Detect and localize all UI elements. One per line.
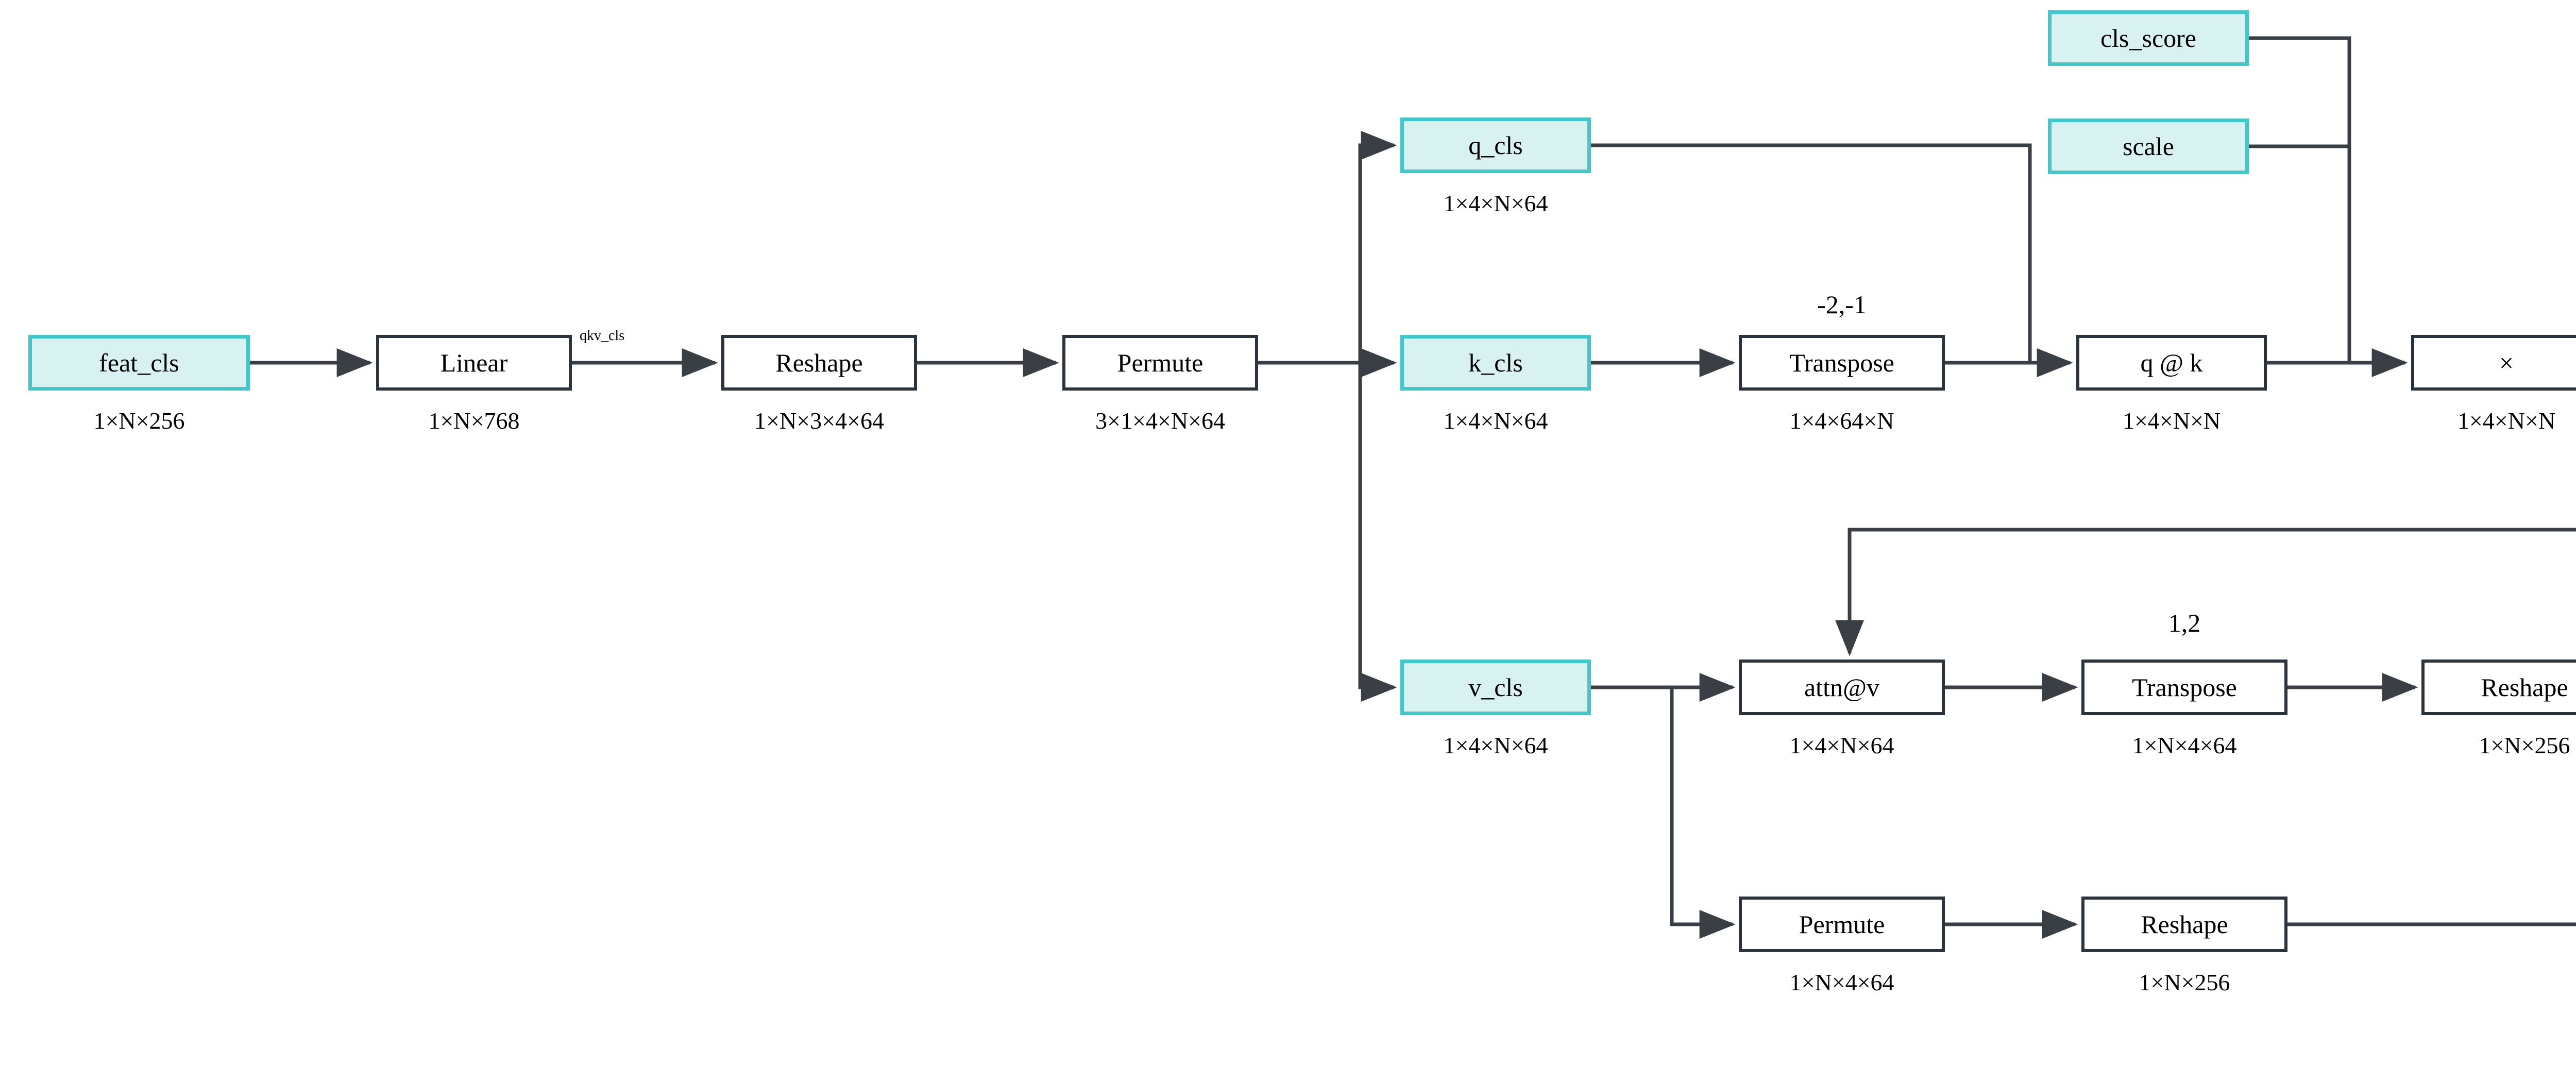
node-transpose1[interactable]: Transpose bbox=[1739, 335, 1945, 391]
node-label: Permute bbox=[1117, 348, 1204, 377]
node-reshape1[interactable]: Reshape bbox=[721, 335, 917, 391]
node-label: v_cls bbox=[1468, 673, 1523, 702]
shape-caption-linear1: 1×N×768 bbox=[428, 408, 520, 434]
shape-caption-transpose2: 1×N×4×64 bbox=[2132, 732, 2237, 758]
edge-permute1-q_cls bbox=[1258, 131, 1397, 365]
node-label: k_cls bbox=[1468, 348, 1523, 377]
node-label: scale bbox=[2123, 132, 2174, 161]
node-label: Transpose bbox=[1789, 348, 1894, 377]
node-scale[interactable]: scale bbox=[2048, 119, 2249, 174]
node-mul[interactable]: × bbox=[2411, 335, 2576, 391]
node-label: Linear bbox=[440, 348, 508, 377]
shape-caption-transpose1: 1×4×64×N bbox=[1789, 408, 1894, 434]
edge-label-qkv_cls: qkv_cls bbox=[580, 328, 625, 344]
edges-with-arrows bbox=[250, 131, 2576, 939]
node-label: Transpose bbox=[2132, 673, 2237, 702]
shape-caption-permute1: 3×1×4×N×64 bbox=[1095, 408, 1225, 434]
node-q_cls[interactable]: q_cls bbox=[1400, 117, 1591, 173]
node-label: Reshape bbox=[2481, 673, 2568, 702]
edge-cls_score-mul bbox=[2249, 36, 2351, 363]
node-label: feat_cls bbox=[99, 348, 179, 377]
node-reshape2[interactable]: Reshape bbox=[2421, 660, 2576, 715]
shape-caption-k_cls: 1×4×N×64 bbox=[1443, 408, 1548, 434]
edges-plain bbox=[2249, 36, 2351, 363]
shape-caption-q_cls: 1×4×N×64 bbox=[1443, 190, 1548, 216]
node-label: cls_score bbox=[2100, 24, 2197, 53]
node-label: attn@v bbox=[1804, 673, 1880, 702]
node-cls_score[interactable]: cls_score bbox=[2048, 10, 2249, 66]
node-label: q @ k bbox=[2140, 348, 2203, 377]
node-v_cls[interactable]: v_cls bbox=[1400, 660, 1591, 715]
shape-caption-reshape2: 1×N×256 bbox=[2479, 732, 2570, 758]
node-reshape3[interactable]: Reshape bbox=[2081, 897, 2287, 952]
shape-caption-reshape3: 1×N×256 bbox=[2139, 969, 2230, 995]
edge-attn-attnv bbox=[1835, 528, 2576, 656]
shape-caption-qk: 1×4×N×N bbox=[2122, 408, 2221, 434]
node-qk[interactable]: q @ k bbox=[2076, 335, 2267, 391]
edge-permute1-v_cls bbox=[1358, 363, 1397, 702]
node-attnv[interactable]: attn@v bbox=[1739, 660, 1945, 715]
node-transpose2[interactable]: Transpose bbox=[2081, 660, 2287, 715]
edge-q_cls-qk bbox=[1591, 143, 2073, 377]
node-linear1[interactable]: Linear bbox=[376, 335, 572, 391]
node-toplabel-transpose2: 1,2 bbox=[2168, 608, 2201, 637]
node-feat_cls[interactable]: feat_cls bbox=[28, 335, 250, 391]
shape-caption-reshape1: 1×N×3×4×64 bbox=[754, 408, 884, 434]
node-label: Reshape bbox=[2141, 910, 2228, 939]
multiply-icon: × bbox=[2499, 348, 2514, 377]
shape-caption-feat_cls: 1×N×256 bbox=[93, 408, 185, 434]
edge-v_cls-permute2 bbox=[1670, 687, 1736, 939]
shape-caption-attnv: 1×4×N×64 bbox=[1789, 732, 1894, 758]
node-permute2[interactable]: Permute bbox=[1739, 897, 1945, 952]
node-label: Permute bbox=[1799, 910, 1885, 939]
node-permute1[interactable]: Permute bbox=[1062, 335, 1258, 391]
node-label: q_cls bbox=[1468, 131, 1523, 160]
node-toplabel-transpose1: -2,-1 bbox=[1817, 290, 1867, 319]
node-k_cls[interactable]: k_cls bbox=[1400, 335, 1591, 391]
shape-caption-permute2: 1×N×4×64 bbox=[1789, 969, 1894, 995]
shape-caption-mul: 1×4×N×N bbox=[2457, 408, 2556, 434]
shape-caption-v_cls: 1×4×N×64 bbox=[1443, 732, 1548, 758]
node-label: Reshape bbox=[775, 348, 863, 377]
